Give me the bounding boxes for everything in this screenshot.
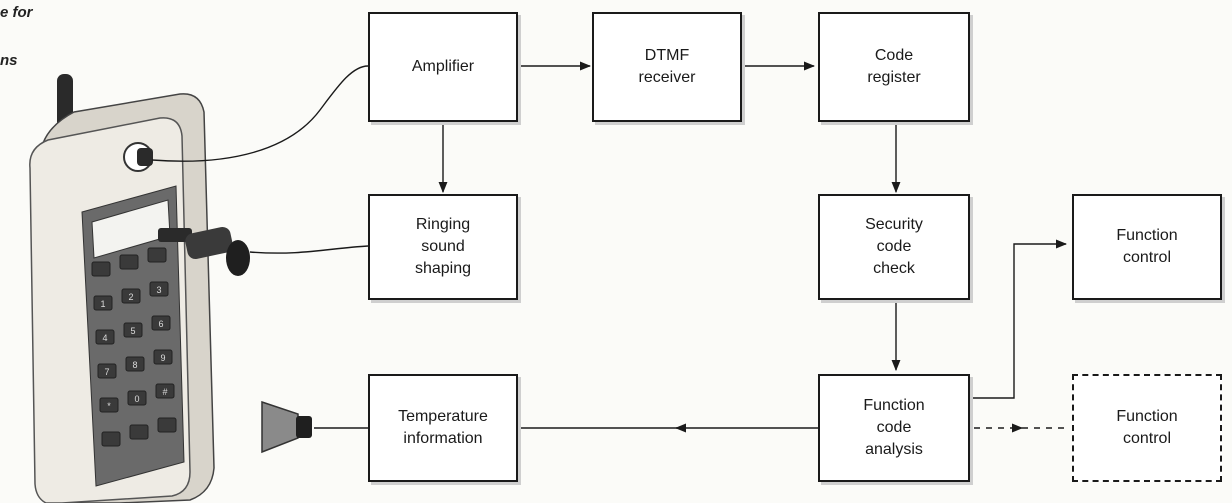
phone-key xyxy=(155,383,175,399)
phone-key xyxy=(97,363,117,379)
jack-end-icon xyxy=(226,240,250,276)
jack-plug-icon xyxy=(158,228,192,242)
phone-key-label: # xyxy=(162,387,167,397)
phone-key xyxy=(149,281,169,297)
phone-key xyxy=(123,322,143,338)
wire-jack-ringing xyxy=(249,245,369,254)
phone-key xyxy=(147,247,167,263)
caption-line-1: e for xyxy=(0,4,33,21)
phone-key xyxy=(95,329,115,345)
phone-key-label: 7 xyxy=(104,367,109,377)
phone-key xyxy=(125,356,145,372)
connections xyxy=(151,61,1070,433)
phone-key xyxy=(121,288,141,304)
jack-connector-icon xyxy=(185,226,233,260)
loudspeaker-icon xyxy=(261,400,299,454)
phone-key-label: 0 xyxy=(134,394,139,404)
earpiece-plug-icon xyxy=(137,148,153,166)
loudspeaker-back-icon xyxy=(296,416,312,438)
phone-key xyxy=(99,397,119,413)
amplifier-block: Amplifier xyxy=(368,12,518,122)
phone-key xyxy=(101,431,121,447)
phone-key xyxy=(157,417,177,433)
dtmf-receiver-block: DTMF receiver xyxy=(592,12,742,122)
function-control-block: Function control xyxy=(1072,194,1222,300)
phone-key-label: 8 xyxy=(132,360,137,370)
phone-key-label: 5 xyxy=(130,326,135,336)
ringing-sound-shaping-block: Ringing sound shaping xyxy=(368,194,518,300)
security-code-check-block: Security code check xyxy=(818,194,970,300)
phone-key xyxy=(127,390,147,406)
phone-key xyxy=(153,349,173,365)
phone-key xyxy=(93,295,113,311)
phone-key xyxy=(151,315,171,331)
phone-key-label: 4 xyxy=(102,333,107,343)
keypad-keys: 1 2 3 4 5 6 7 8 9 * 0 # xyxy=(91,247,177,447)
phone-key-label: 3 xyxy=(156,285,161,295)
phone-key-label: 9 xyxy=(160,353,165,363)
arrow-function-code-control-1 xyxy=(972,239,1068,399)
phone-key xyxy=(129,424,149,440)
phone-key xyxy=(119,254,139,270)
temperature-information-block: Temperature information xyxy=(368,374,518,482)
phone-key xyxy=(91,261,111,277)
wire-earpiece-amplifier xyxy=(151,65,369,162)
mobile-phone-illustration: 1 2 3 4 5 6 7 8 9 * 0 # xyxy=(29,74,312,503)
function-control-optional-block: Function control xyxy=(1072,374,1222,482)
phone-key-label: * xyxy=(107,401,111,411)
caption-line-2: ns xyxy=(0,52,18,69)
phone-key-label: 1 xyxy=(100,299,105,309)
phone-key-label: 6 xyxy=(158,319,163,329)
function-code-analysis-block: Function code analysis xyxy=(818,374,970,482)
phone-key-label: 2 xyxy=(128,292,133,302)
code-register-block: Code register xyxy=(818,12,970,122)
